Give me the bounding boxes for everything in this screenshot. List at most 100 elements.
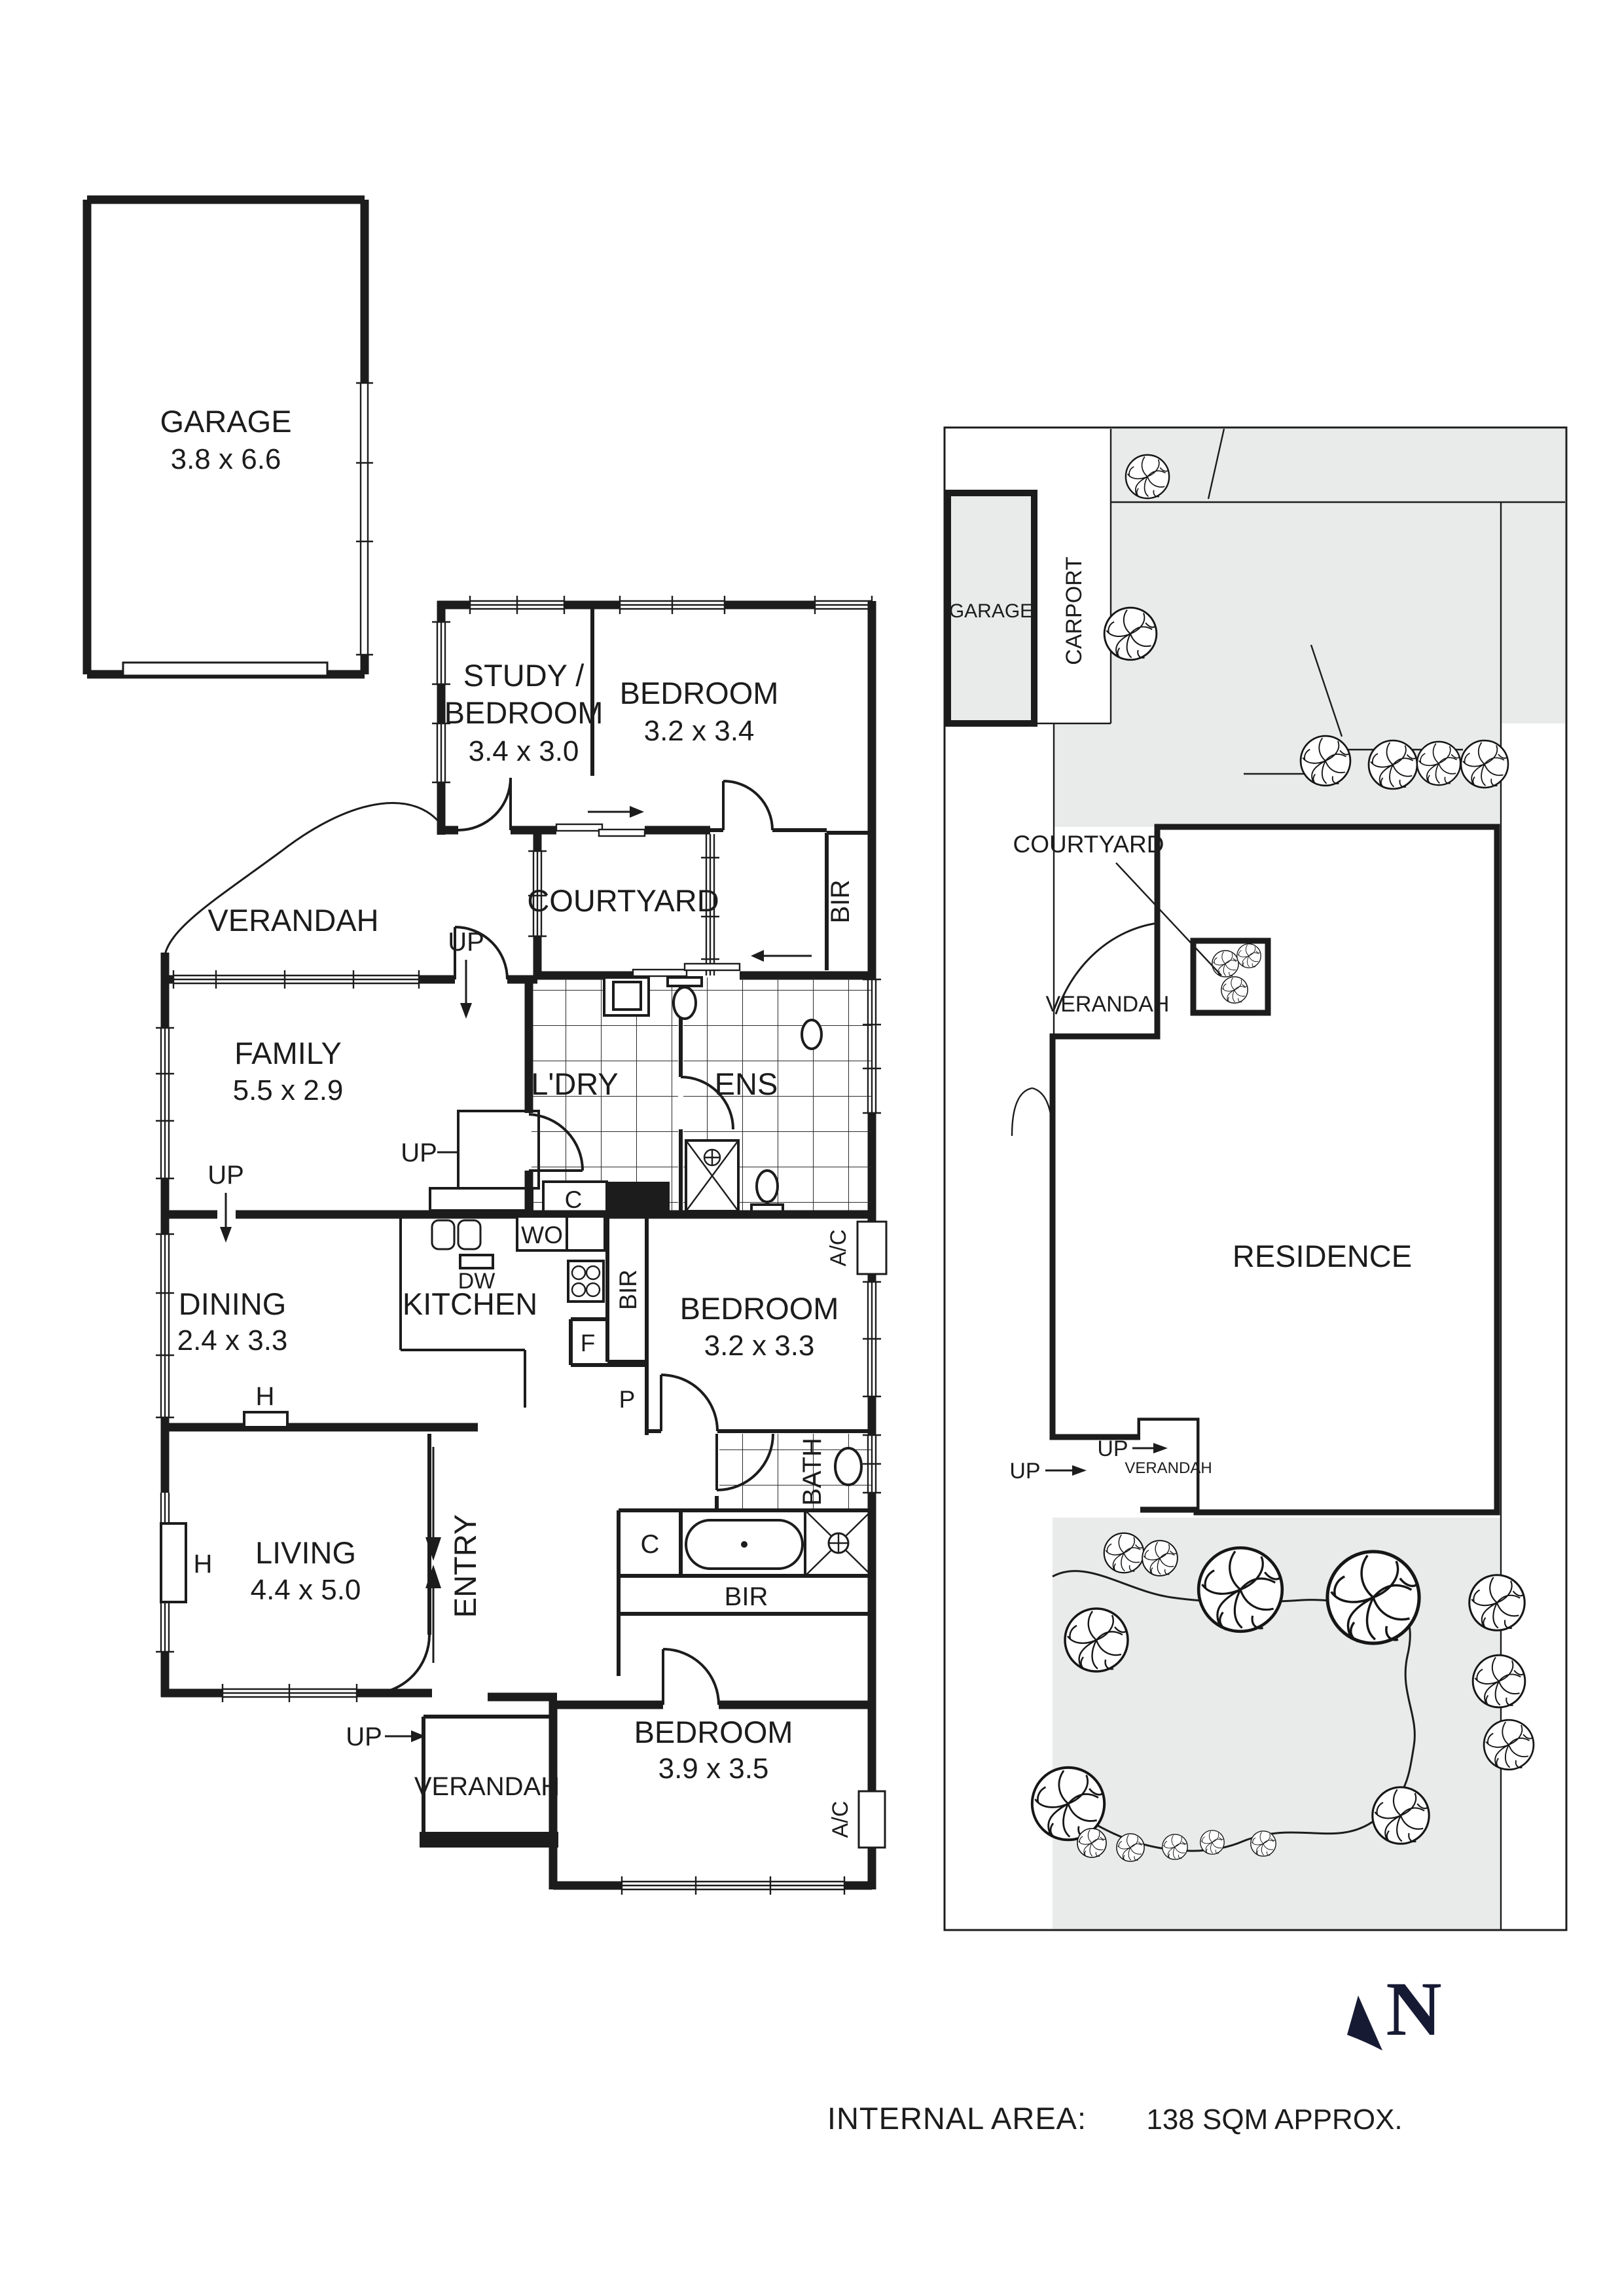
room-label-dining: DINING <box>179 1286 287 1321</box>
ac-box-bedroom-bottom <box>857 1790 886 1849</box>
site-label-verandah-rear: VERANDAH <box>1125 1459 1212 1477</box>
ensuite-door <box>680 1076 734 1130</box>
wc-cistern <box>666 976 703 987</box>
ensuite-basin <box>801 1019 823 1050</box>
bedroom-bottom-door <box>662 1648 720 1705</box>
room-label-entry: ENTRY <box>448 1514 482 1618</box>
f-label: F <box>581 1330 596 1357</box>
room-label-laundry: L'DRY <box>531 1066 619 1101</box>
heater-box-living <box>160 1522 187 1603</box>
cooktop <box>567 1260 605 1303</box>
step-tread <box>429 1187 533 1212</box>
site-label-verandah: VERANDAH <box>1046 992 1170 1017</box>
kitchen-area: WO DW KITCHEN <box>399 1215 606 1408</box>
sink-bowl-1 <box>431 1219 456 1250</box>
courtyard-leader <box>1115 862 1222 976</box>
ac-label-bedroom-bottom: A/C <box>828 1801 853 1838</box>
bedroom-top-door <box>722 780 774 831</box>
room-dims-bedroom-mid: 3.2 x 3.3 <box>704 1330 815 1362</box>
internal-area-value: 138 SQM APPROX. <box>1146 2104 1402 2136</box>
room-label-bedroom-top: BEDROOM <box>620 676 779 710</box>
site-garage <box>945 490 1037 727</box>
room-dims-family: 5.5 x 2.9 <box>233 1074 344 1106</box>
bedroom-bottom-area: BEDROOM 3.9 x 3.5 A/C <box>549 1648 886 1895</box>
h-label-dining: H <box>256 1382 275 1411</box>
bir-bottom-label: BIR <box>725 1582 768 1611</box>
room-dims-study: 3.4 x 3.0 <box>469 735 579 767</box>
north-arrow-icon <box>1347 1995 1382 2050</box>
bedroom-mid-door <box>660 1374 719 1432</box>
room-dims-bedroom-top: 3.2 x 3.4 <box>644 715 755 747</box>
site-verandah-rear-box <box>1140 1421 1197 1512</box>
footer: N INTERNAL AREA: 138 SQM APPROX. <box>827 1966 1442 2136</box>
ac-box-bedroom-mid <box>856 1220 888 1275</box>
room-dims-dining: 2.4 x 3.3 <box>177 1324 288 1357</box>
internal-area-label: INTERNAL AREA: <box>827 2101 1087 2136</box>
room-label-garage: GARAGE <box>160 404 291 439</box>
family-door <box>454 926 509 980</box>
room-label-bedroom-bottom: BEDROOM <box>634 1715 793 1749</box>
duct-black <box>607 1182 670 1214</box>
p-label: P <box>619 1386 636 1413</box>
bir-top: BIR <box>825 831 872 970</box>
shower-bath <box>804 1510 873 1576</box>
garage-room: GARAGE 3.8 x 6.6 <box>82 195 373 679</box>
slider-arrow-head <box>630 806 644 818</box>
floorplan-left: GARAGE 3.8 x 6.6 COURTYARD BIR <box>82 195 888 1895</box>
north-label: N <box>1386 1966 1441 2052</box>
room-label-bedroom-mid: BEDROOM <box>680 1291 839 1326</box>
room-label-kitchen: KITCHEN <box>403 1286 537 1321</box>
h-label-living: H <box>194 1550 213 1578</box>
room-label-family: FAMILY <box>234 1036 342 1070</box>
room-dims-living: 4.4 x 5.0 <box>251 1574 361 1606</box>
up-label-4: UP <box>346 1722 382 1751</box>
room-dims-bedroom-bottom: 3.9 x 3.5 <box>658 1753 769 1785</box>
site-label-garage: GARAGE <box>949 600 1033 622</box>
up-label-2: UP <box>401 1139 437 1167</box>
up-label-1: UP <box>448 928 484 957</box>
bir-mid-label: BIR <box>615 1269 641 1310</box>
courtyard-area: COURTYARD <box>527 806 872 980</box>
room-label-verandah-bottom: VERANDAH <box>414 1772 560 1801</box>
site-label-residence: RESIDENCE <box>1233 1239 1412 1273</box>
site-boundary <box>943 426 1568 1931</box>
sink-bowl-2 <box>457 1219 482 1250</box>
room-label-study-2: BEDROOM <box>444 695 604 730</box>
up-label-3: UP <box>207 1161 244 1190</box>
wo-label: WO <box>521 1222 563 1248</box>
site-verandah-edge <box>1054 922 1158 1015</box>
room-label-bath: BATH <box>798 1438 827 1506</box>
room-label-living: LIVING <box>255 1535 356 1570</box>
walkway-doors <box>1011 1087 1054 1139</box>
storage-strip: BIR F P <box>569 1216 649 1435</box>
verandah-bottom-area: VERANDAH UP <box>346 1715 560 1848</box>
c-label-hall: C <box>565 1186 583 1213</box>
site-up-1: UP <box>1009 1459 1040 1484</box>
wall-oven <box>516 1215 568 1252</box>
site-label-courtyard: COURTYARD <box>1013 831 1164 858</box>
garage-door <box>122 661 329 677</box>
dishwasher <box>459 1254 494 1269</box>
verandah-top-edge <box>164 802 446 955</box>
room-label-ensuite: ENS <box>715 1066 778 1101</box>
front-door <box>370 1634 431 1695</box>
site-label-carport: CARPORT <box>1062 556 1087 665</box>
ensuite-toilet <box>755 1169 779 1203</box>
room-dims-garage: 3.8 x 6.6 <box>171 443 281 475</box>
dw-label: DW <box>458 1269 496 1294</box>
residence-outline <box>1049 824 1500 1516</box>
heater-box-dining <box>243 1411 289 1429</box>
bench-box <box>566 1215 606 1252</box>
laundry-door <box>528 1113 585 1172</box>
room-label-courtyard: COURTYARD <box>527 883 719 918</box>
site-up-2: UP <box>1097 1436 1128 1461</box>
ensuite-shower <box>685 1139 740 1212</box>
room-label-study-1: STUDY / <box>463 658 585 693</box>
room-label-verandah-top: VERANDAH <box>207 903 378 938</box>
c-label-entry: C <box>641 1530 660 1559</box>
bir-top-label: BIR <box>826 880 855 924</box>
bath-basin <box>834 1447 863 1486</box>
wc-toilet <box>672 986 697 1020</box>
